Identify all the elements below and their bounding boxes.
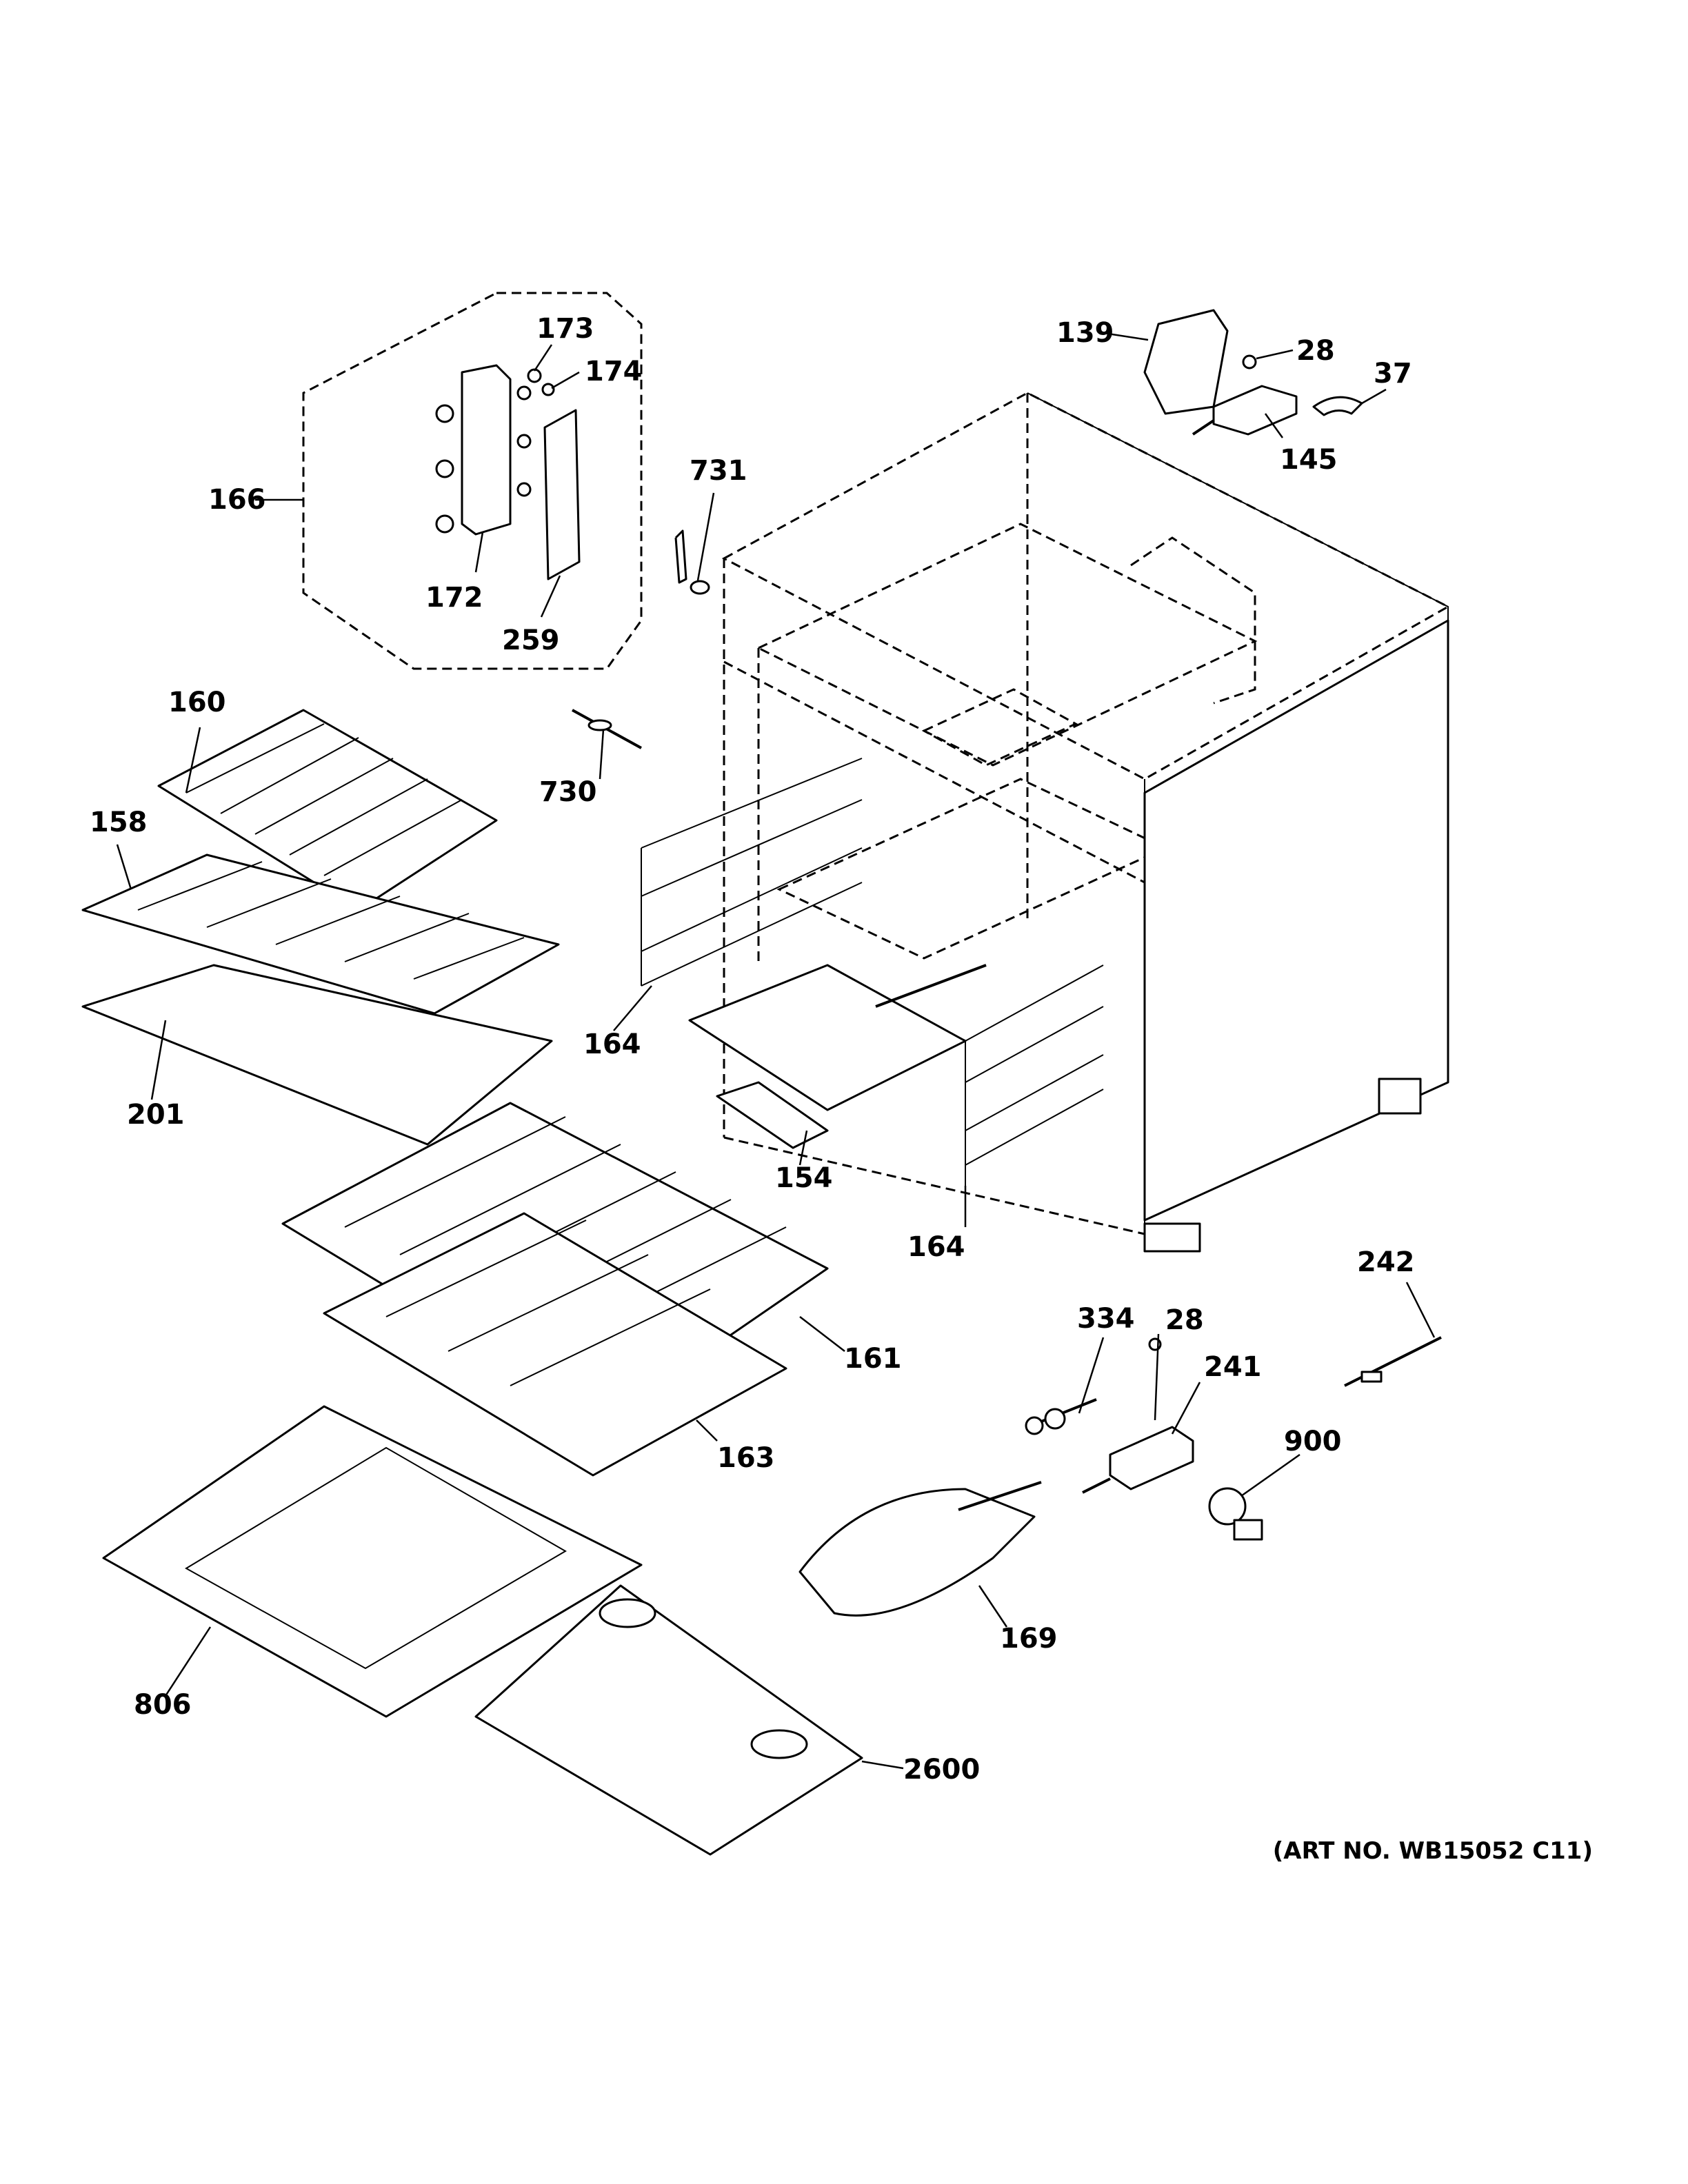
art-number: (ART NO. WB15052 C11): [1273, 1837, 1593, 1865]
igniter-clip: [1312, 396, 1363, 416]
callout-28-top: 28: [1296, 335, 1335, 367]
callout-139: 139: [1056, 317, 1114, 349]
callout-163: 163: [717, 1442, 775, 1474]
callout-900: 900: [1284, 1426, 1342, 1457]
valve-manifold: [435, 364, 532, 536]
broiler-pan: [81, 964, 553, 1146]
callout-242: 242: [1357, 1246, 1415, 1278]
orifice-fitting: [527, 368, 542, 383]
burner-valve-group-outline: [302, 292, 643, 670]
oven-bottom-panel: [102, 1405, 643, 1718]
callout-166: 166: [208, 484, 266, 516]
burner-cover-panel: [474, 1584, 863, 1856]
callout-730: 730: [539, 776, 597, 808]
oven-igniter: [1192, 385, 1298, 436]
callout-806: 806: [134, 1689, 192, 1721]
callout-334: 334: [1077, 1303, 1135, 1335]
broiler-pan-insert: [81, 853, 560, 1015]
callout-37: 37: [1374, 358, 1412, 390]
callout-731: 731: [690, 455, 747, 487]
callout-164-right: 164: [907, 1231, 965, 1263]
callout-241: 241: [1204, 1351, 1262, 1383]
callout-174: 174: [585, 356, 643, 387]
broil-burner: [688, 964, 987, 1149]
callout-28-lower: 28: [1165, 1304, 1204, 1336]
callout-161: 161: [844, 1343, 902, 1375]
leader-lines: [116, 332, 1436, 1770]
oven-sensor: [1344, 1336, 1442, 1387]
rack-slide-left: [641, 758, 863, 987]
oven-rack-lower: [323, 1212, 787, 1477]
callout-201: 201: [127, 1099, 185, 1131]
callout-labels: 173 174 166 172 259 731 139 28 37 145 16…: [90, 313, 1415, 1786]
callout-259: 259: [502, 625, 560, 656]
sensor-bracket: [674, 529, 710, 595]
callout-2600: 2600: [903, 1754, 980, 1786]
oven-cabinet: [1027, 392, 1449, 1253]
callout-172: 172: [425, 582, 483, 614]
callout-160: 160: [168, 687, 226, 718]
screw-top: [1242, 354, 1257, 370]
callout-164-left: 164: [583, 1029, 641, 1060]
igniter-bracket: [1143, 309, 1229, 415]
temperature-sensor: [572, 709, 642, 749]
callout-173: 173: [536, 313, 594, 345]
valve-clip: [541, 383, 555, 396]
callout-158: 158: [90, 807, 148, 838]
gas-elbow: [1208, 1487, 1263, 1541]
bake-burner: [798, 1481, 1042, 1617]
rack-slide-right: [965, 964, 1104, 1186]
bake-igniter: [1082, 1426, 1194, 1494]
callout-154: 154: [775, 1162, 833, 1194]
broil-rack: [157, 709, 498, 911]
valve-cover-plate: [543, 409, 581, 580]
callout-145: 145: [1280, 444, 1338, 476]
callout-169: 169: [1000, 1623, 1058, 1655]
orifice-holder: [1025, 1398, 1097, 1435]
